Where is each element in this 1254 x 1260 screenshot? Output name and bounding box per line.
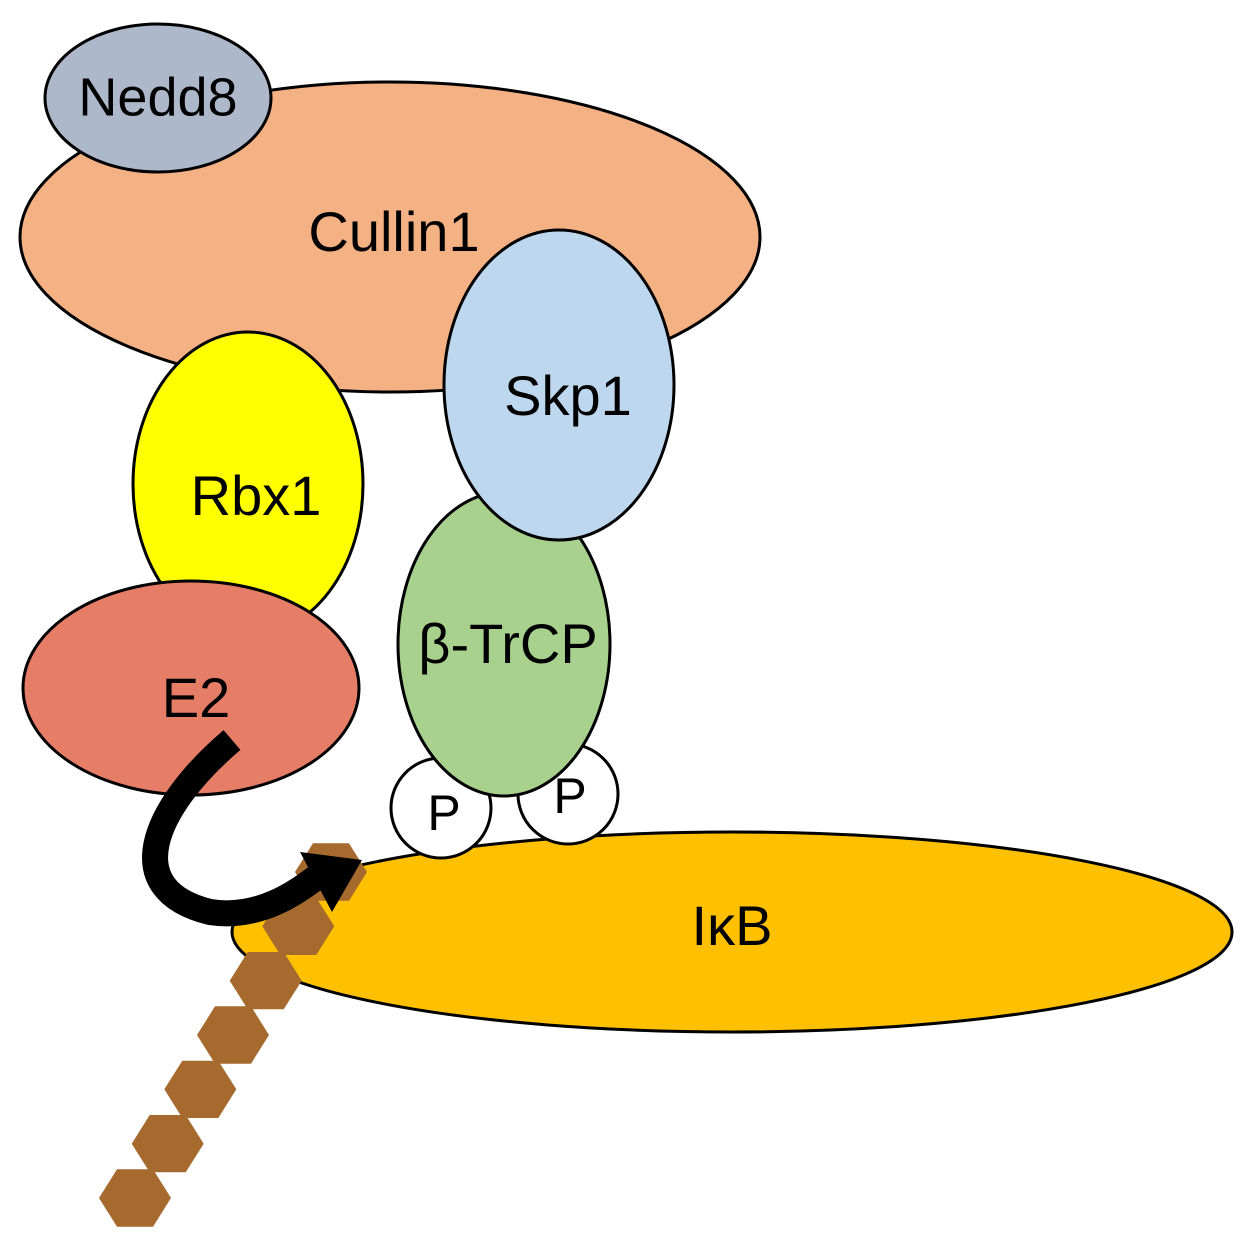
skp1-protein [442, 228, 676, 542]
ubiquitin-hexagon-icon [229, 952, 302, 1010]
e2-label: E2 [162, 666, 231, 729]
nedd8-label: Nedd8 [78, 67, 237, 127]
ikb-protein [230, 830, 1234, 1034]
ubiquitin-hexagon-icon [131, 1115, 204, 1173]
btrcp-label: β-TrCP [418, 612, 597, 675]
phospho-left-label: P [427, 785, 460, 841]
rbx1-label: Rbx1 [191, 464, 322, 527]
ubiquitin-chain [99, 843, 367, 1227]
ubiquitin-hexagon-icon [197, 1006, 269, 1064]
ubiquitin-hexagon-icon [164, 1060, 237, 1118]
phospho-right-label: P [553, 768, 586, 824]
ubiquitin-hexagon-icon [99, 1169, 171, 1227]
cullin1-label: Cullin1 [308, 200, 479, 263]
skp1-label: Skp1 [504, 364, 632, 427]
nedd8-protein [43, 22, 273, 174]
ikb-label: IκB [692, 894, 773, 957]
curved-arrow-icon [142, 730, 362, 927]
